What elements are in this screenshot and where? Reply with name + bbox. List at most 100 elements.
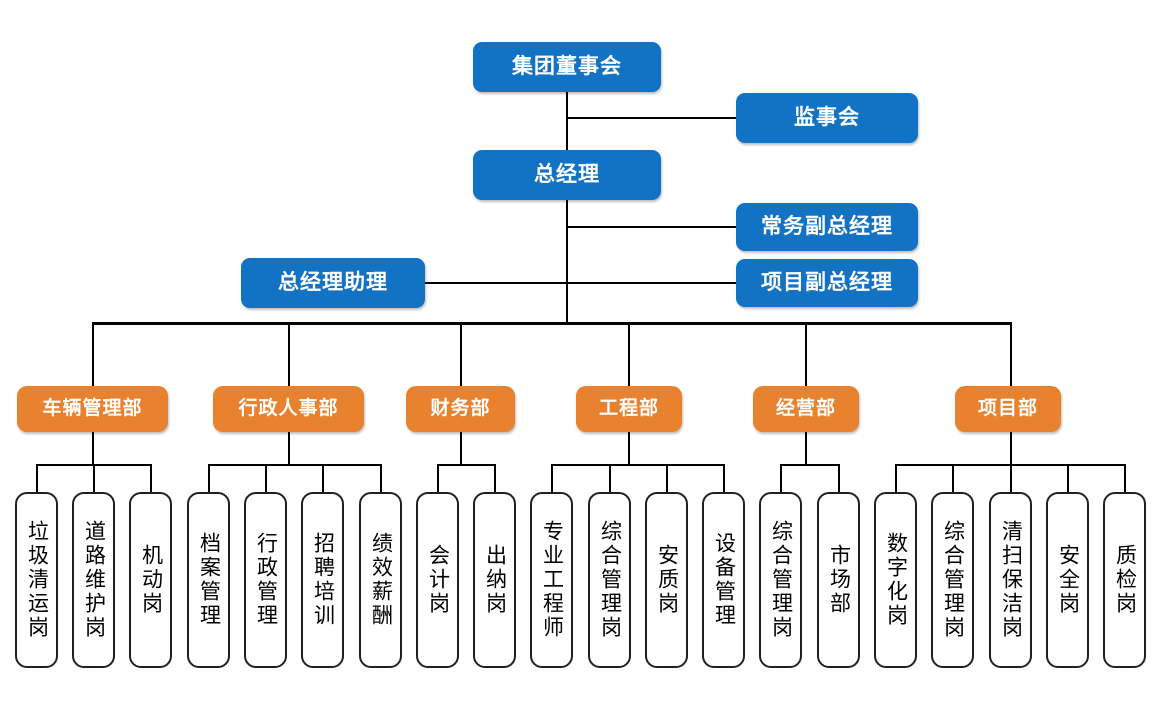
position-project-cleaning-sanitation[interactable]: 清扫保洁岗 [989,492,1032,668]
department-finance-label: 财务部 [430,397,491,419]
position-engineering-professional-engineer[interactable]: 专业工程师 [530,492,573,668]
connector-gm-assistant-to-spine [425,282,566,284]
connector-dept2-drop-4 [380,464,382,493]
position-label: 安质岗 [655,544,679,616]
connector-bus-drop-4 [628,322,630,386]
position-hr-performance-compensation[interactable]: 绩效薪酬 [359,492,402,668]
position-finance-accounting[interactable]: 会计岗 [416,492,459,668]
position-operations-marketing[interactable]: 市场部 [817,492,860,668]
department-operations-label: 经营部 [775,397,836,419]
connector-dept2-drop-1 [208,464,210,493]
position-label: 市场部 [827,544,851,616]
connector-dept1-drop-2 [93,464,95,493]
position-finance-cashier[interactable]: 出纳岗 [473,492,516,668]
position-hr-admin-management[interactable]: 行政管理 [244,492,287,668]
node-executive-deputy-gm[interactable]: 常务副总经理 [736,203,918,251]
connector-dept2-bar [208,464,381,466]
position-vehicle-road-maintenance[interactable]: 道路维护岗 [72,492,115,668]
connector-dept2-drop-3 [322,464,324,493]
connector-board-to-gm [566,92,568,150]
position-label: 综合管理岗 [941,520,965,640]
position-label: 道路维护岗 [82,520,106,640]
position-operations-general-management[interactable]: 综合管理岗 [759,492,802,668]
position-hr-archives-management[interactable]: 档案管理 [187,492,230,668]
department-project-label: 项目部 [977,397,1038,419]
position-project-safety[interactable]: 安全岗 [1046,492,1089,668]
connector-dept4-drop-4 [723,464,725,493]
connector-dept6-drop-5 [1124,464,1126,493]
connector-dept6-drop-4 [1067,464,1069,493]
position-hr-recruitment-training[interactable]: 招聘培训 [301,492,344,668]
connector-department-bus [92,322,1012,325]
position-project-general-management[interactable]: 综合管理岗 [931,492,974,668]
connector-dept4-drop-1 [551,464,553,493]
position-label: 招聘培训 [311,532,335,628]
position-vehicle-mobile-duty[interactable]: 机动岗 [129,492,172,668]
node-supervisory-board[interactable]: 监事会 [736,93,918,143]
position-label: 垃圾清运岗 [25,520,49,640]
connector-dept3-drop-2 [494,464,496,493]
position-label: 设备管理 [712,532,736,628]
connector-gm-spine [566,200,568,323]
connector-bus-drop-6 [1010,322,1012,386]
connector-gm-to-project-deputy [566,282,736,284]
position-label: 专业工程师 [540,520,564,640]
position-vehicle-waste-transport[interactable]: 垃圾清运岗 [15,492,58,668]
position-project-quality-inspection[interactable]: 质检岗 [1103,492,1146,668]
position-engineering-safety-quality[interactable]: 安质岗 [645,492,688,668]
connector-dept4-stem [628,432,630,465]
node-general-manager[interactable]: 总经理 [473,150,661,200]
department-vehicle-management[interactable]: 车辆管理部 [17,386,168,432]
department-admin-hr[interactable]: 行政人事部 [213,386,364,432]
connector-dept1-drop-3 [150,464,152,493]
department-engineering-label: 工程部 [598,397,659,419]
connector-dept6-drop-3 [1010,464,1012,493]
department-vehicle-management-label: 车辆管理部 [42,397,143,419]
connector-dept4-drop-3 [666,464,668,493]
position-label: 综合管理岗 [769,520,793,640]
connector-dept2-stem [288,432,290,465]
node-supervisory-board-label: 监事会 [794,106,860,130]
department-project[interactable]: 项目部 [955,386,1061,432]
position-label: 机动岗 [139,544,163,616]
position-label: 出纳岗 [483,544,507,616]
position-label: 安全岗 [1056,544,1080,616]
department-admin-hr-label: 行政人事部 [238,397,339,419]
department-operations[interactable]: 经营部 [753,386,859,432]
connector-dept1-stem [92,432,94,465]
connector-bus-drop-1 [92,322,94,386]
node-gm-assistant[interactable]: 总经理助理 [241,258,425,308]
department-engineering[interactable]: 工程部 [576,386,682,432]
connector-dept5-drop-1 [780,464,782,493]
connector-dept5-drop-2 [838,464,840,493]
connector-gm-to-executive-deputy [566,226,736,228]
connector-dept2-drop-2 [265,464,267,493]
connector-dept6-drop-2 [952,464,954,493]
position-label: 清扫保洁岗 [999,520,1023,640]
position-engineering-equipment-management[interactable]: 设备管理 [702,492,745,668]
position-label: 会计岗 [426,544,450,616]
position-label: 质检岗 [1113,544,1137,616]
position-engineering-general-management[interactable]: 综合管理岗 [588,492,631,668]
connector-dept3-bar [437,464,495,466]
connector-bus-drop-2 [288,322,290,386]
node-board-of-directors-label: 集团董事会 [512,55,622,79]
connector-dept3-stem [460,432,462,465]
connector-dept6-stem [1010,432,1012,465]
node-gm-assistant-label: 总经理助理 [278,271,388,295]
connector-bus-drop-5 [805,322,807,386]
position-label: 档案管理 [197,532,221,628]
node-executive-deputy-gm-label: 常务副总经理 [761,215,893,239]
node-general-manager-label: 总经理 [534,163,600,187]
department-finance[interactable]: 财务部 [406,386,515,432]
connector-dept4-drop-2 [609,464,611,493]
node-board-of-directors[interactable]: 集团董事会 [473,42,661,92]
connector-dept3-drop-1 [437,464,439,493]
position-project-digitalization[interactable]: 数字化岗 [874,492,917,668]
connector-board-to-supervisory-board [566,117,736,119]
connector-dept5-bar [780,464,839,466]
connector-dept1-drop-1 [36,464,38,493]
position-label: 综合管理岗 [598,520,622,640]
node-project-deputy-gm[interactable]: 项目副总经理 [736,259,918,307]
